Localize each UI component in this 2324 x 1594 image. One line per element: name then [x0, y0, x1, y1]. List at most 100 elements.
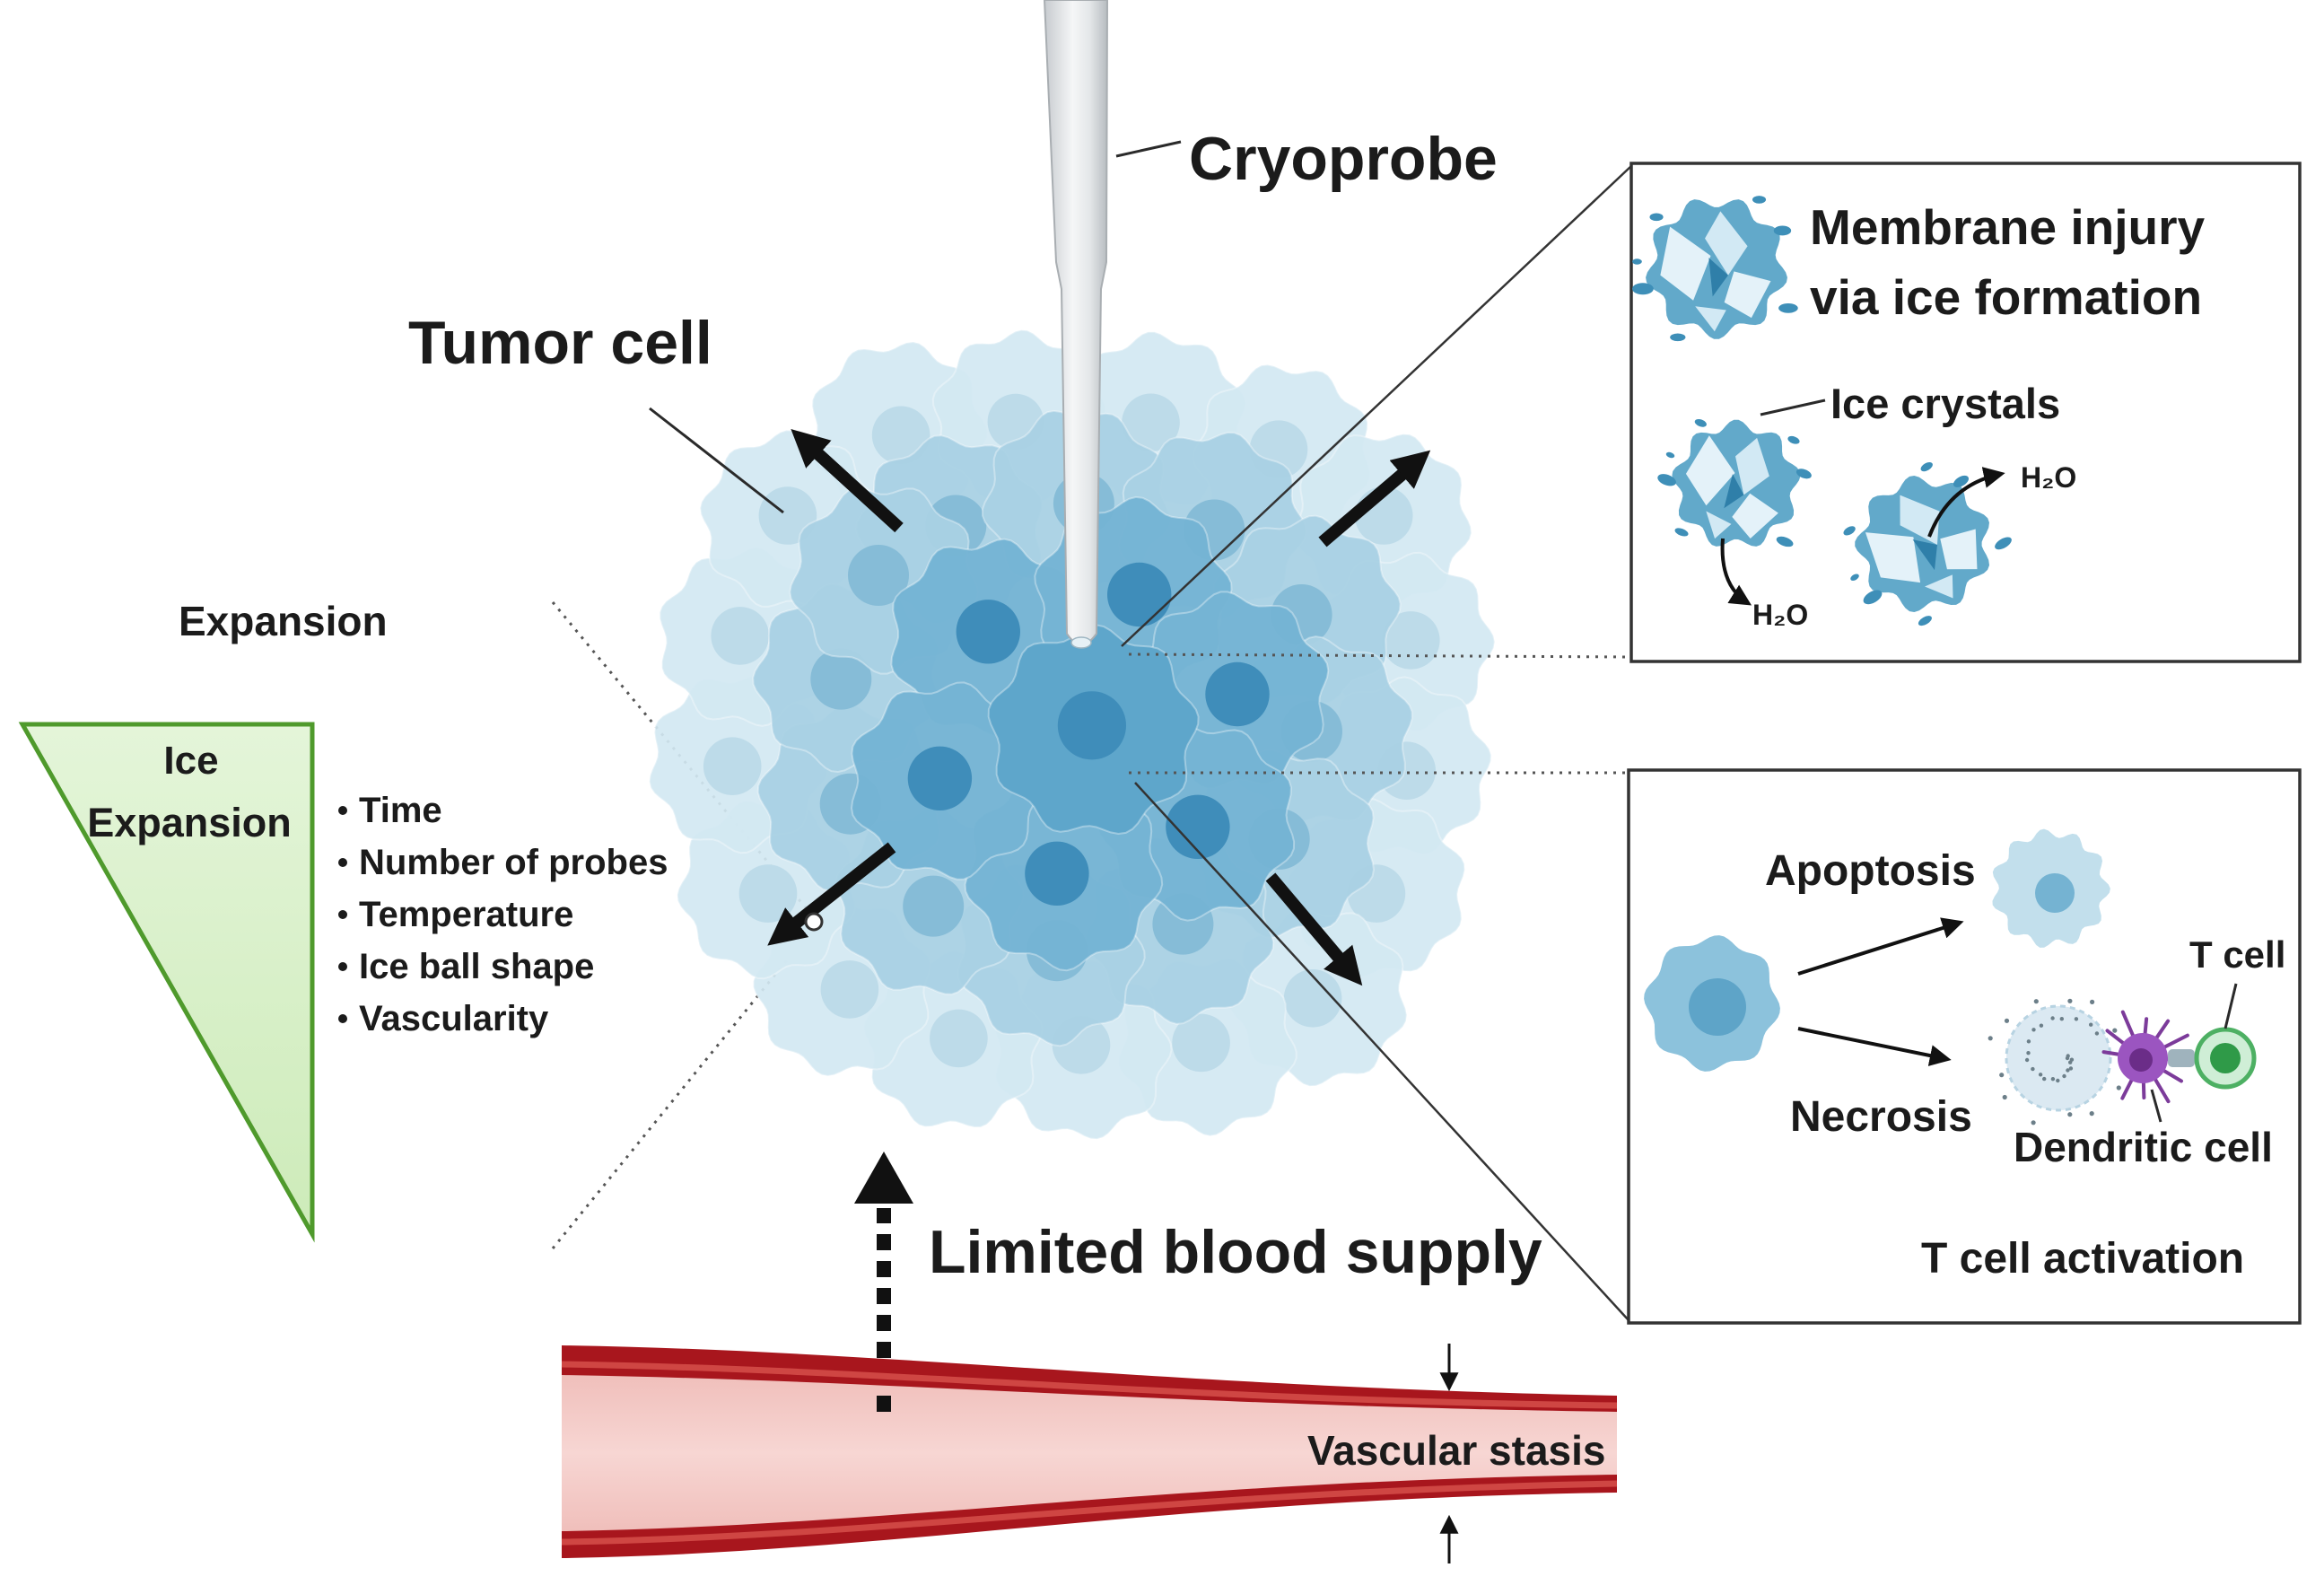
necrotic-debris — [2069, 1057, 2075, 1062]
factor-item: Vascularity — [359, 999, 549, 1038]
necrotic-debris — [2033, 999, 2039, 1004]
necrosis-arrow — [1797, 1027, 1952, 1066]
necrosis-label: Necrosis — [1790, 1093, 1972, 1141]
dendritic-cell-nucleus — [2129, 1048, 2153, 1072]
necrotic-debris — [2090, 999, 2095, 1004]
tumor-cell-nucleus — [1107, 562, 1172, 627]
necrotic-debris — [1999, 1073, 2005, 1078]
factor-item: Ice ball shape — [359, 947, 594, 986]
ice-expansion-triangle — [18, 722, 315, 1243]
necrotic-debris — [2066, 1054, 2070, 1058]
water-label: H₂O — [2021, 461, 2076, 494]
ice-expansion-factors-list: Time Number of probes Temperature Ice ba… — [338, 791, 668, 1038]
ice-expansion-title-line1: Ice — [163, 739, 218, 783]
tumor-cell-nucleus — [871, 406, 930, 465]
apoptotic-cell-nucleus — [2035, 873, 2075, 913]
necrotic-debris — [2089, 1022, 2093, 1027]
tumor-cell-nucleus — [820, 960, 879, 1019]
necrotic-debris — [2068, 1066, 2074, 1071]
panel2-connector-bottom — [1134, 782, 1629, 1321]
expansion-arrow-lower-left — [767, 842, 896, 946]
cryoprobe-tip — [1070, 636, 1092, 649]
vessel-wall-highlight — [561, 1480, 1618, 1546]
necrotic-debris — [2026, 1039, 2031, 1044]
t-cell-leader-line — [2224, 983, 2238, 1029]
necrotic-debris — [2004, 1018, 2010, 1023]
expansion-arrow-upper-left — [791, 429, 904, 533]
expansion-label: Expansion — [179, 598, 388, 644]
expansion-arrow-upper-right — [1318, 450, 1431, 547]
necrotic-debris — [2031, 1120, 2036, 1125]
tumor-cell-nucleus — [956, 600, 1021, 664]
tumor-cell-nucleus — [907, 746, 973, 810]
tumor-cell-nucleus — [810, 648, 872, 710]
necrotic-debris — [2059, 1017, 2064, 1021]
bullet — [338, 910, 347, 919]
ice-crystals-label: Ice crystals — [1830, 380, 2060, 427]
necrotic-debris — [2067, 998, 2073, 1003]
factor-item: Time — [359, 791, 442, 830]
necrotic-debris — [2031, 1066, 2035, 1072]
necrotic-debris — [2026, 1051, 2031, 1055]
necrotic-debris — [2094, 1031, 2100, 1036]
expansion-origin-dot — [804, 912, 824, 932]
t-cell-label: T cell — [2189, 933, 2285, 976]
tumor-cell-nucleus — [703, 737, 762, 795]
expansion-guide-line-lower — [551, 956, 791, 1249]
panel1-connector-bottom — [1128, 652, 1632, 659]
vascular-stasis-label: Vascular stasis — [1307, 1427, 1605, 1474]
tumor-cell-label: Tumor cell — [408, 309, 712, 377]
tumor-cell-nucleus — [1689, 978, 1746, 1036]
apoptosis-label: Apoptosis — [1765, 847, 1976, 895]
tumor-cell-nucleus — [758, 486, 817, 545]
bullet — [338, 962, 347, 971]
tumor-cell-nucleus — [1122, 393, 1180, 452]
necrotic-debris — [1988, 1036, 1993, 1041]
necrotic-debris — [2112, 1028, 2118, 1033]
bullet — [338, 1014, 347, 1023]
necrotic-debris — [2024, 1057, 2030, 1063]
necrotic-cell — [1988, 998, 2121, 1125]
necrotic-debris — [2050, 1077, 2056, 1082]
necrotic-debris — [2074, 1017, 2079, 1021]
necrotic-debris — [2031, 1028, 2036, 1032]
immune-response-panel: Apoptosis T cell Necrosis Dendritic cell… — [1627, 768, 2302, 1325]
necrotic-debris — [2002, 1094, 2007, 1100]
t-cell — [2194, 1027, 2257, 1090]
membrane-injury-panel: Membrane injury via ice formation Ice cr… — [1629, 162, 2302, 663]
panel1-connector-top — [1121, 165, 1632, 647]
immune-synapse — [2168, 1049, 2195, 1067]
bullet — [338, 806, 347, 815]
tumor-cell-nucleus — [1025, 841, 1089, 906]
necrotic-debris — [2050, 1016, 2055, 1020]
membrane-injury-title-line1: Membrane injury — [1810, 199, 2206, 255]
limited-blood-supply-label: Limited blood supply — [929, 1218, 1542, 1286]
necrotic-debris — [2066, 1068, 2070, 1073]
ice-crystals-leader-line — [1760, 398, 1826, 416]
tumor-cell-nucleus — [848, 545, 909, 606]
dendritic-cell-label: Dendritic cell — [2014, 1124, 2273, 1170]
blood-vessel — [561, 1345, 1618, 1558]
tumor-cell-nucleus — [903, 875, 965, 937]
factor-item: Temperature — [359, 895, 573, 934]
dendritic-cell — [2101, 1010, 2189, 1104]
blood-supply-arrowhead — [854, 1152, 913, 1204]
t-cell-nucleus — [2210, 1043, 2241, 1073]
tumor-cell-nucleus — [930, 1009, 988, 1068]
cryoprobe-leader-line — [1115, 140, 1182, 158]
vessel-lumen — [562, 1375, 1617, 1531]
tumor-cell-nucleus — [1166, 794, 1230, 859]
necrotic-debris — [2089, 1111, 2094, 1117]
water-efflux-arrow — [1720, 538, 1752, 606]
necrotic-debris — [2067, 1112, 2073, 1117]
tumor-cell-leader-line — [649, 407, 784, 514]
apoptosis-arrow — [1797, 917, 1964, 976]
bullet — [338, 858, 347, 867]
cryoprobe-label: Cryoprobe — [1189, 125, 1498, 193]
necrotic-debris — [2116, 1085, 2121, 1090]
necrotic-debris — [2056, 1078, 2060, 1083]
tumor-cell-nucleus — [711, 607, 769, 665]
factor-item: Number of probes — [359, 843, 668, 882]
expansion-arrow-lower-right — [1265, 872, 1363, 986]
